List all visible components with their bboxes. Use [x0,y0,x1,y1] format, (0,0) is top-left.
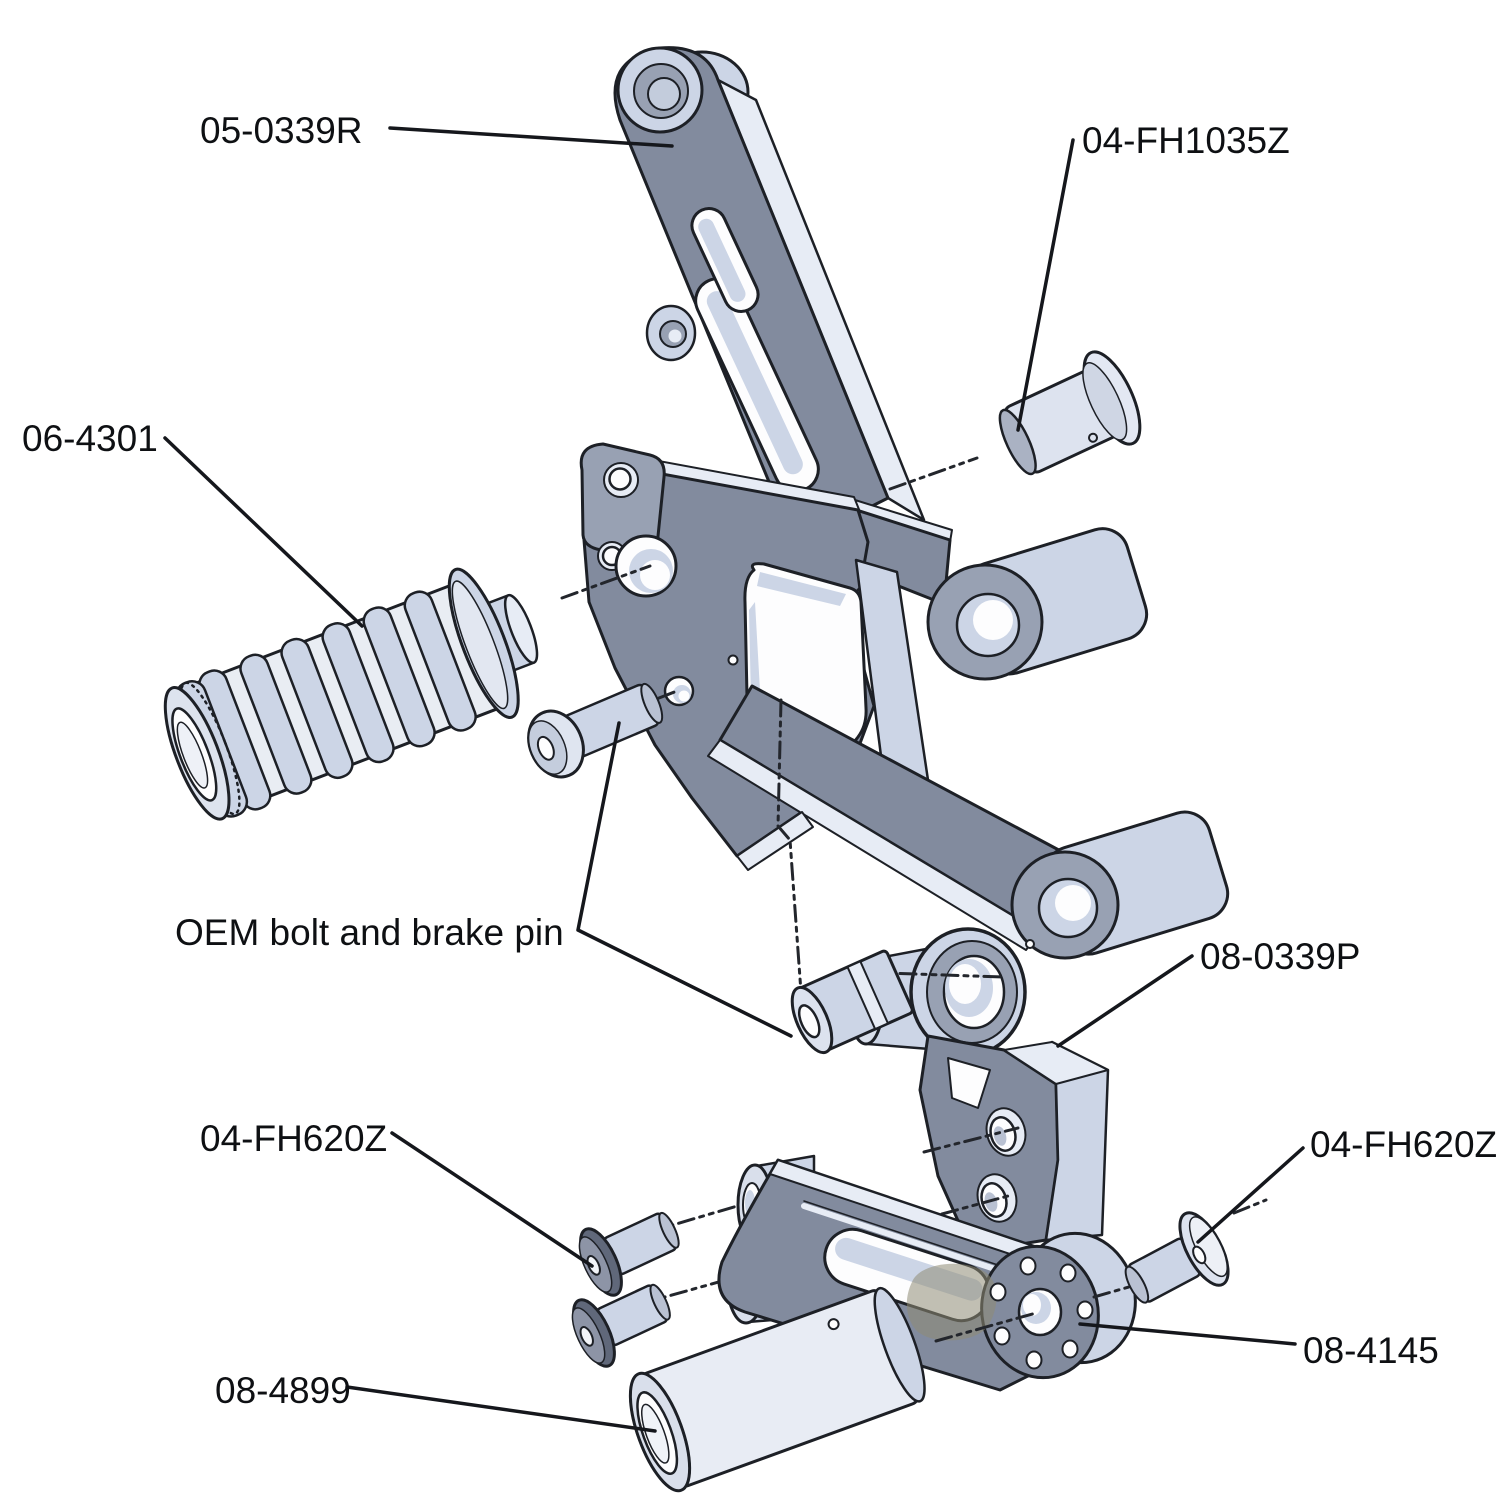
leader-oem-bolt-brake-pin [576,721,793,1038]
axis-block-hole-2 [940,1194,1010,1216]
part-label-oem-bolt-brake-pin: OEM bolt and brake pin [175,912,564,953]
leader-06-4301 [163,436,364,628]
part-flathead-bolt-left-1 [578,1211,680,1297]
leader-08-4145 [1078,1322,1297,1346]
axis-block-hole-1 [922,1126,1020,1154]
part-flathead-bolt-top [998,350,1142,476]
leader-08-4899 [345,1385,657,1433]
axis-oem-bolt [657,689,679,700]
part-flathead-bolt-left-2 [571,1283,671,1368]
part-label-08-4145: 08-4145 [1303,1330,1439,1371]
part-labels: 05-0339R 04-FH1035Z 06-4301 OEM bolt and… [22,110,1497,1411]
arm-top-eyelet [616,46,704,134]
axis-top-bolt [888,456,979,491]
leader-04-FH620Z-right [1196,1146,1305,1244]
part-flathead-bolt-right [1124,1211,1230,1304]
arm-small-eyelet [645,304,697,362]
part-main-bracket [579,46,1230,960]
part-label-05-0339R: 05-0339R [200,110,363,151]
axis-right-bolt-a [1092,1275,1166,1299]
leader-04-FH620Z-left [390,1131,594,1268]
part-label-04-FH620Z-right: 04-FH620Z [1310,1124,1497,1165]
leader-08-0339P [1056,954,1194,1048]
part-brake-lever-arm [717,1154,1137,1392]
part-label-08-0339P: 08-0339P [1200,936,1360,977]
leader-lines [163,126,1305,1433]
part-brake-pin [790,949,914,1055]
part-label-08-4899: 08-4899 [215,1370,351,1411]
leader-04-FH1035Z [1016,138,1075,432]
part-oem-bolt [527,682,664,779]
axis-right-bolt-b [1232,1198,1268,1215]
part-label-04-FH620Z-left: 04-FH620Z [200,1118,387,1159]
axis-footpeg [560,564,652,600]
upper-boss [926,527,1149,681]
part-footpeg [163,567,539,821]
part-spacer-tube [628,1286,926,1493]
disc-bolt-circle-holes [989,1256,1094,1370]
axis-brake-pin-vertical [776,698,804,1008]
lower-boss [1010,810,1230,960]
leader-05-0339R [388,126,674,148]
footpeg-ribs [198,590,477,811]
construction-lines [560,456,979,1008]
axis-spacer [934,1311,1038,1343]
part-label-04-FH1035Z: 04-FH1035Z [1082,120,1290,161]
part-label-06-4301: 06-4301 [22,418,158,459]
surface-smudge [906,1263,997,1341]
